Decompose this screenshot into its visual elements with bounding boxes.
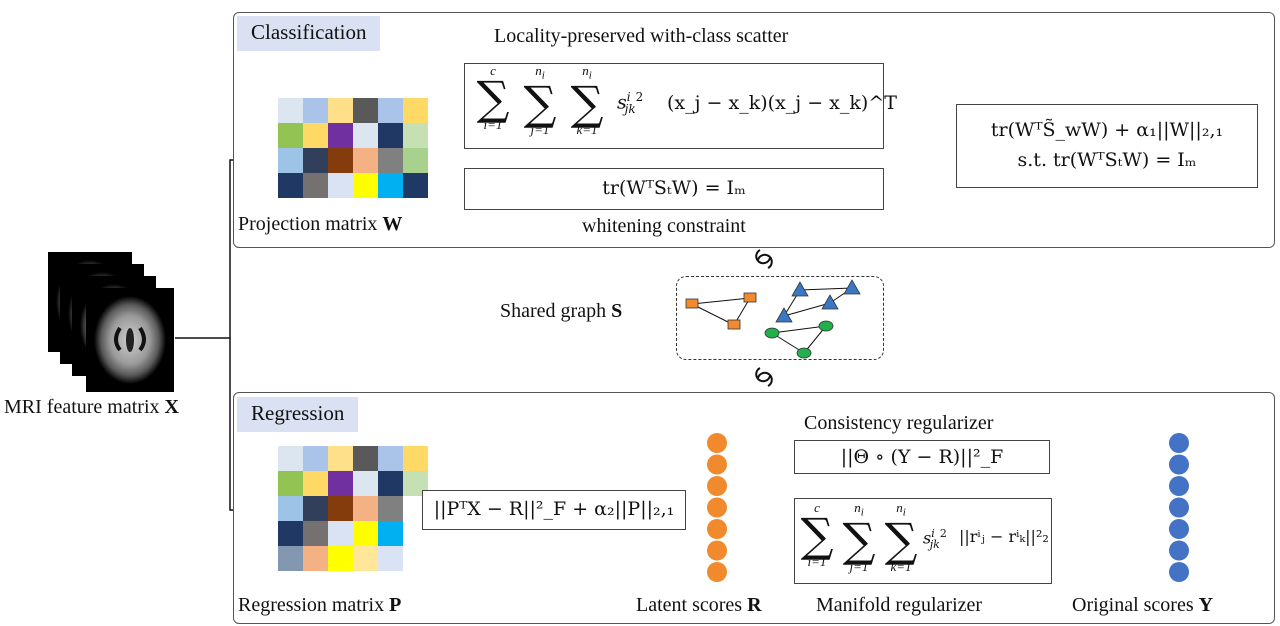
- matrix-p-cell: [328, 546, 353, 571]
- matrix-p-cell: [328, 471, 353, 496]
- matrix-w-cell: [303, 148, 328, 173]
- matrix-p-cell: [328, 521, 353, 546]
- matrix-p-cell: [353, 546, 378, 571]
- matrix-p-cell: [278, 496, 303, 521]
- whitening-label: whitening constraint: [582, 215, 746, 237]
- latent-score-dot: [707, 454, 727, 475]
- latent-score-dot: [707, 497, 727, 518]
- matrix-p-cell: [303, 496, 328, 521]
- matrix-p-cell: [378, 471, 403, 496]
- matrix-w-cell: [378, 148, 403, 173]
- original-score-dot: [1169, 519, 1189, 539]
- matrix-w-cell: [278, 173, 303, 198]
- matrix-w-cell: [303, 173, 328, 198]
- mri-image-stack: [48, 252, 176, 392]
- mri-feature-label: MRI feature matrix X: [4, 396, 179, 418]
- matrix-p-cell: [328, 496, 353, 521]
- matrix-p-cell: [378, 496, 403, 521]
- consistency-label: Consistency regularizer: [804, 412, 994, 434]
- matrix-p-cell: [378, 521, 403, 546]
- regression-objective-box: ||PᵀX − R||²_F + α₂||P||₂,₁: [422, 490, 686, 530]
- matrix-w-cell: [328, 148, 353, 173]
- matrix-w-cell: [328, 173, 353, 198]
- original-score-dot: [1169, 433, 1189, 453]
- matrix-w-cell: [353, 173, 378, 198]
- latent-score-dot: [707, 433, 727, 453]
- latent-score-dot: [707, 476, 727, 496]
- manifold-label: Manifold regularizer: [816, 594, 983, 616]
- latent-score-dot: [707, 540, 727, 561]
- matrix-w-cell: [378, 123, 403, 148]
- matrix-w-cell: [353, 98, 378, 123]
- matrix-w-cell: [303, 98, 328, 123]
- matrix-w-cell: [353, 148, 378, 173]
- matrix-p-cell: [278, 446, 303, 471]
- latent-scores-label: Latent scores R: [636, 594, 762, 616]
- matrix-w-cell: [403, 173, 428, 198]
- cycle-icon-bottom: [755, 367, 773, 387]
- original-score-dot: [1169, 540, 1189, 561]
- matrix-p-cell: [378, 446, 403, 471]
- matrix-p-cell: [353, 471, 378, 496]
- original-score-dot: [1169, 476, 1189, 496]
- regression-tag: Regression: [237, 397, 359, 432]
- projection-matrix-label: Projection matrix W: [238, 213, 403, 235]
- matrix-p-cell: [353, 446, 378, 471]
- matrix-p-cell: [303, 471, 328, 496]
- matrix-w-cell: [403, 98, 428, 123]
- original-score-dot: [1169, 497, 1189, 518]
- matrix-w-cell: [303, 123, 328, 148]
- matrix-p-cell: [278, 471, 303, 496]
- cycle-icon-top: [755, 249, 773, 269]
- scatter-formula-body: (x_j − x_k)(x_j − x_k)^T: [667, 92, 897, 114]
- matrix-w-cell: [378, 98, 403, 123]
- matrix-w-cell: [278, 148, 303, 173]
- shared-graph-label: Shared graph S: [500, 300, 623, 322]
- projection-matrix-W: [278, 98, 428, 198]
- matrix-p-cell: [278, 521, 303, 546]
- matrix-p-cell: [328, 446, 353, 471]
- whitening-formula-box: tr(WᵀSₜW) = Iₘ: [464, 168, 884, 210]
- shared-graph-box: [676, 276, 884, 360]
- consistency-formula-box: ||Θ ∘ (Y − R)||²_F: [794, 440, 1050, 474]
- matrix-p-cell: [403, 446, 428, 471]
- matrix-w-cell: [328, 98, 353, 123]
- regression-matrix-label: Regression matrix P: [238, 594, 402, 616]
- matrix-p-cell: [278, 546, 303, 571]
- scatter-formula-box: c ∑ i=1 ni ∑ j=1 ni ∑ k=1 sijk2 (x_j − x…: [464, 63, 897, 149]
- original-score-dot: [1169, 454, 1189, 475]
- matrix-p-cell: [403, 546, 428, 571]
- latent-score-dot: [707, 519, 727, 539]
- scatter-title: Locality-preserved with-class scatter: [494, 25, 789, 47]
- latent-score-dot: [707, 562, 727, 582]
- matrix-w-cell: [353, 123, 378, 148]
- matrix-p-cell: [303, 521, 328, 546]
- matrix-w-cell: [278, 98, 303, 123]
- matrix-p-cell: [353, 521, 378, 546]
- matrix-w-cell: [378, 173, 403, 198]
- matrix-p-cell: [353, 496, 378, 521]
- matrix-p-cell: [303, 546, 328, 571]
- matrix-w-cell: [403, 123, 428, 148]
- matrix-p-cell: [303, 446, 328, 471]
- matrix-w-cell: [278, 123, 303, 148]
- classification-tag: Classification: [237, 16, 381, 51]
- manifold-formula-box: c ∑ i=1 ni ∑ j=1 ni ∑ k=1 sijk2 ||rⁱⱼ − …: [794, 498, 1052, 584]
- matrix-w-cell: [403, 148, 428, 173]
- original-score-dot: [1169, 562, 1189, 582]
- matrix-w-cell: [328, 123, 353, 148]
- classification-objective-box: tr(WᵀS̃_wW) + α₁||W||₂,₁ s.t. tr(WᵀSₜW) …: [956, 104, 1258, 188]
- matrix-p-cell: [378, 546, 403, 571]
- original-scores-label: Original scores Y: [1072, 594, 1214, 616]
